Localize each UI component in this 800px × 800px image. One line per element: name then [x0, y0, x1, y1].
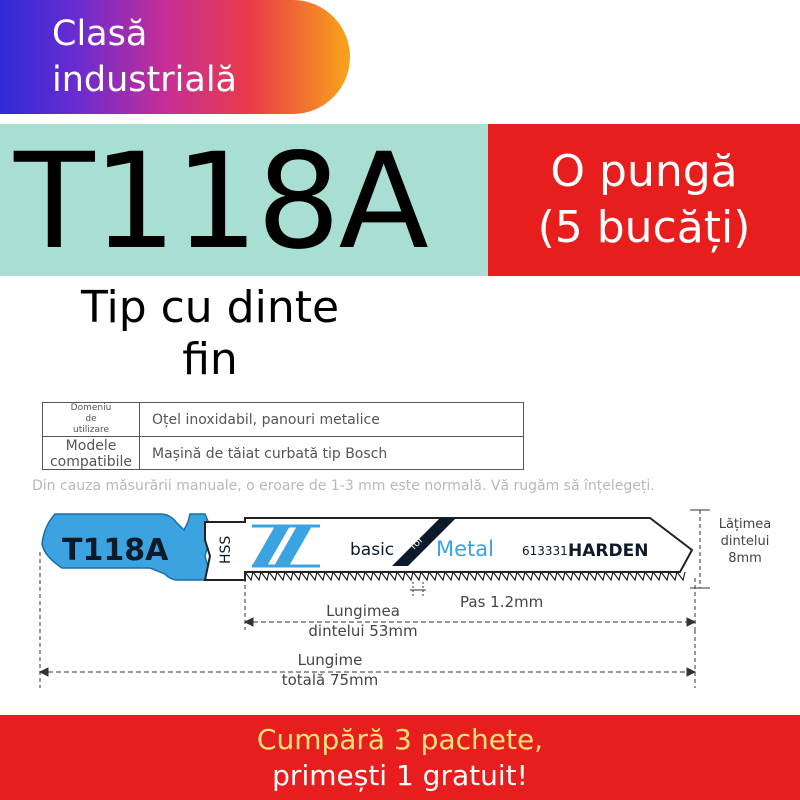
- tooth-length-label: Lungimea dintelui 53mm: [308, 602, 418, 640]
- total-length-label: Lungime totală 75mm: [281, 651, 379, 689]
- industrial-class-badge: Clasă industrială: [0, 0, 350, 114]
- spec-value-compatible: Mașină de tăiat curbată tip Bosch: [152, 445, 388, 462]
- blade-body: [203, 517, 694, 581]
- jigsaw-blade-diagram: T118A HSS basic for Metal 613331 HARDEN: [38, 509, 710, 688]
- blade-teeth: [244, 570, 686, 582]
- pack-line-1: O pungă: [550, 146, 738, 197]
- measurement-note: Din cauza măsurării manuale, o eroare de…: [32, 478, 655, 494]
- spec-value-usage: Oțel inoxidabil, panouri metalice: [152, 411, 380, 428]
- model-band: [0, 124, 488, 276]
- spec-label-usage: Domeniu de utilizare: [43, 403, 140, 436]
- promo-line-1: Cumpără 3 pachete,: [256, 722, 544, 756]
- spec-row-usage: Domeniu de utilizare Oțel inoxidabil, pa…: [43, 403, 523, 437]
- blade-text-model: T118A: [62, 533, 169, 568]
- tooth-width-label: Lățimea dintelui 8mm: [718, 517, 772, 566]
- blade-text-basic: basic: [350, 540, 394, 560]
- spec-table: Domeniu de utilizare Oțel inoxidabil, pa…: [42, 402, 524, 470]
- blade-text-code: 613331: [522, 544, 568, 558]
- model-title: T118A: [14, 125, 429, 279]
- blade-text-metal: Metal: [436, 537, 494, 561]
- tooth-type-line-2: fin: [182, 334, 238, 385]
- tooth-type-title: Tip cu dinte fin: [40, 282, 380, 386]
- tooth-type-line-1: Tip cu dinte: [80, 282, 340, 333]
- blade-shank: [41, 513, 211, 581]
- badge-line-2: industrială: [52, 60, 237, 100]
- blade-text-brand: HARDEN: [568, 541, 648, 561]
- promo-line-2: primești 1 gratuit!: [272, 758, 528, 792]
- badge-line-1: Clasă: [52, 14, 148, 54]
- promo-banner: Cumpără 3 pachete, primești 1 gratuit!: [0, 715, 800, 800]
- pitch-label: Pas 1.2mm: [460, 593, 544, 611]
- spec-row-compatible: Modele compatibile Mașină de tăiat curba…: [43, 437, 523, 470]
- spec-label-compatible: Modele compatibile: [43, 437, 140, 470]
- pack-box: O pungă (5 bucăți): [488, 124, 800, 276]
- pack-line-2: (5 bucăți): [537, 202, 751, 253]
- blade-text-hss: HSS: [218, 536, 234, 564]
